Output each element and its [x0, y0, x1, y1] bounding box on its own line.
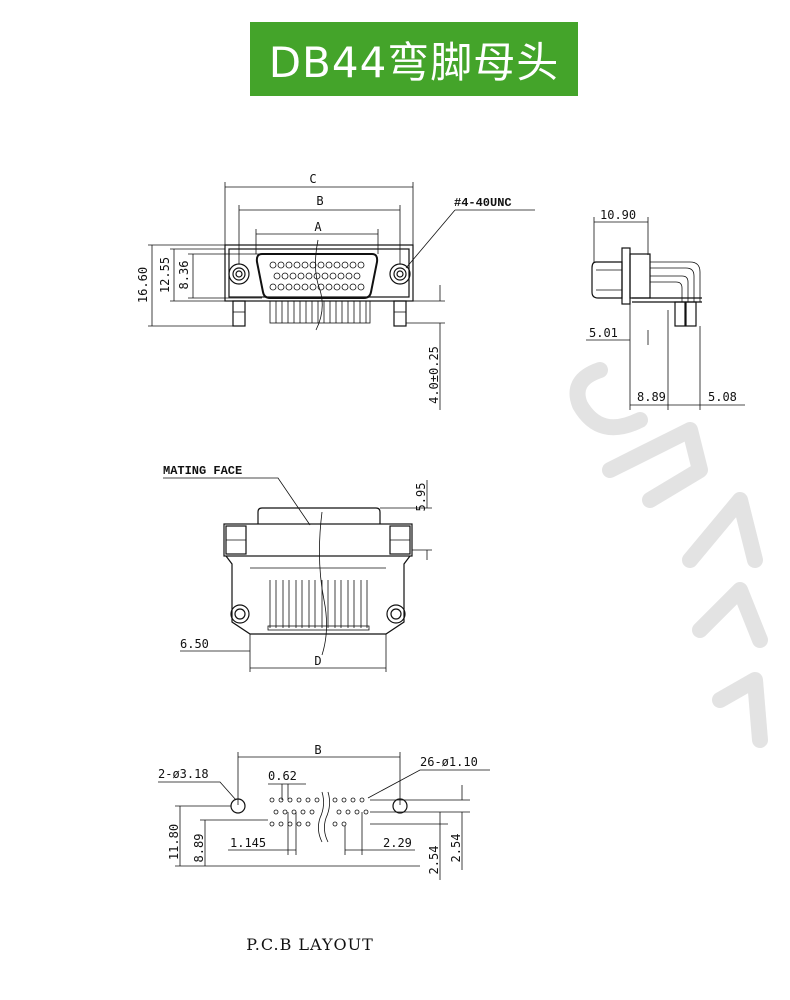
pcb-dim-b-label: B [314, 743, 321, 757]
side-body [629, 253, 651, 299]
side-d-shell [591, 261, 623, 299]
pcb-mount-hole-right [392, 798, 408, 814]
pin-holes-label: 26-ø1.10 [420, 755, 478, 769]
dim-4-0-label: 4.0±0.25 [427, 346, 441, 404]
pcb-layout: B 2-ø3.18 26-ø1.10 0.62 11.80 8.89 1.145 [158, 743, 490, 954]
title-banner: DB44弯脚母头 [250, 22, 578, 96]
front-pin-tails [269, 300, 371, 324]
bottom-right-hole [386, 604, 406, 624]
side-view: 10.90 5.01 8.89 5.08 [586, 208, 745, 410]
dim-8-36-label: 8.36 [177, 261, 191, 290]
d-sub-face [255, 253, 379, 299]
dim-5-08-label: 5.08 [708, 390, 737, 404]
left-screw-boss [228, 263, 250, 285]
side-lock-2 [685, 301, 697, 327]
bottom-left-hole [230, 604, 250, 624]
front-view: C B A 16.60 12.55 8.36 #4-40UNC 4.0±0.25 [136, 172, 535, 410]
dim-12-55-label: 12.55 [158, 257, 172, 293]
dim-a-label: A [314, 220, 322, 234]
bottom-hood [257, 507, 381, 524]
mating-face-label: MATING FACE [163, 464, 242, 478]
left-boardlock [232, 300, 246, 327]
dim-2-54-a-label: 2.54 [427, 846, 441, 875]
pcb-layout-caption: P.C.B LAYOUT [246, 935, 374, 954]
bottom-break-line [319, 511, 327, 656]
dim-0-62-label: 0.62 [268, 769, 297, 783]
right-boardlock [393, 300, 407, 327]
dim-16-60-label: 16.60 [136, 267, 150, 303]
dim-b-label: B [316, 194, 323, 208]
watermark-logo [569, 362, 768, 748]
bottom-body [225, 555, 411, 635]
dim-11-80-label: 11.80 [167, 824, 181, 860]
dim-2-29-label: 2.29 [383, 836, 412, 850]
front-shell-inner [228, 248, 410, 298]
mount-holes-label: 2-ø3.18 [158, 767, 209, 781]
bottom-pins [267, 580, 370, 631]
dim-5-01-label: 5.01 [589, 326, 618, 340]
dim-c-label: C [309, 172, 316, 186]
thread-spec-label: #4-40UNC [454, 196, 512, 210]
dim-8-89-pcb-label: 8.89 [192, 834, 206, 863]
bottom-view: MATING FACE [163, 464, 432, 672]
bottom-flange [223, 523, 413, 557]
dim-8-89-label: 8.89 [637, 390, 666, 404]
dim-5-95-label: 5.95 [414, 483, 428, 512]
page-title: DB44弯脚母头 [268, 37, 560, 87]
dim-6-50-label: 6.50 [180, 637, 209, 651]
front-break-line [315, 239, 323, 331]
front-pin-grid [269, 261, 365, 291]
dim-d-label: D [314, 654, 321, 668]
side-flange [621, 247, 631, 305]
dim-2-54-b-label: 2.54 [449, 834, 463, 863]
side-lock-1 [674, 301, 686, 327]
dim-10-90-label: 10.90 [600, 208, 636, 222]
dim-1-145-label: 1.145 [230, 836, 266, 850]
